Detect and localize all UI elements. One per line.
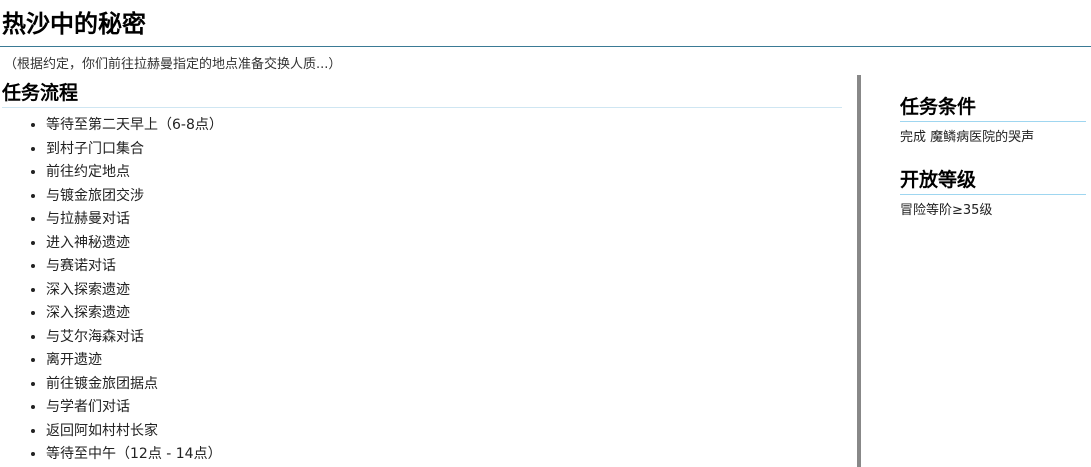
process-step: 到村子门口集合: [46, 138, 842, 162]
conditions-text: 完成 魔鳞病医院的哭声: [900, 130, 1035, 145]
process-step: 深入探索遗迹: [46, 279, 842, 303]
process-step: 与赛诺对话: [46, 255, 842, 279]
conditions-heading: 任务条件: [900, 92, 1086, 122]
process-step: 进入神秘遗迹: [46, 232, 842, 256]
process-step: 返回阿如村村长家: [46, 420, 842, 444]
process-step: 与艾尔海森对话: [46, 326, 842, 350]
process-step: 与拉赫曼对话: [46, 208, 842, 232]
process-step: 等待至中午（12点 - 14点）: [46, 443, 842, 467]
process-step: 前往镀金旅团据点: [46, 373, 842, 397]
level-text: 冒险等阶≥35级: [900, 203, 993, 218]
quest-info-sidebar: 任务条件 完成 魔鳞病医院的哭声 开放等级 冒险等阶≥35级: [900, 92, 1086, 238]
process-heading: 任务流程: [2, 78, 842, 108]
column-divider: [857, 75, 861, 467]
quest-description: （根据约定，你们前往拉赫曼指定的地点准备交换人质...）: [4, 57, 342, 72]
process-step: 离开遗迹: [46, 349, 842, 373]
process-steps-list: 等待至第二天早上（6-8点）到村子门口集合前往约定地点与镀金旅团交涉与拉赫曼对话…: [2, 114, 842, 467]
process-step: 等待至第二天早上（6-8点）: [46, 114, 842, 138]
process-step: 前往约定地点: [46, 161, 842, 185]
title-divider: [0, 46, 1091, 47]
process-step: 深入探索遗迹: [46, 302, 842, 326]
level-heading: 开放等级: [900, 165, 1086, 195]
process-step: 与镀金旅团交涉: [46, 185, 842, 209]
page-title: 热沙中的秘密: [2, 10, 146, 38]
quest-process-section: 任务流程 等待至第二天早上（6-8点）到村子门口集合前往约定地点与镀金旅团交涉与…: [2, 78, 842, 467]
process-step: 与学者们对话: [46, 396, 842, 420]
